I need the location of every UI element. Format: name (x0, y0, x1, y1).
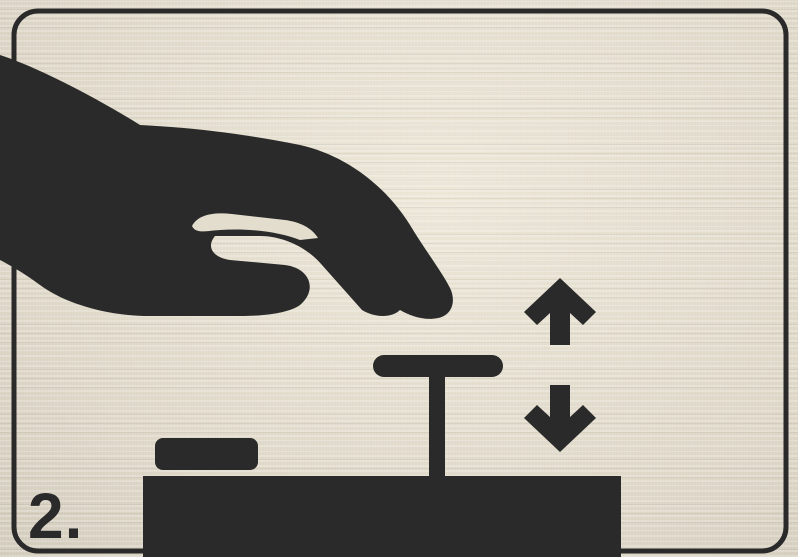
device-base-icon (143, 476, 621, 557)
step-number-label: 2. (28, 480, 83, 552)
arrow-up-icon (524, 278, 596, 345)
side-button (155, 438, 258, 470)
hand-pressing-icon (0, 55, 453, 319)
plunger-button-icon (373, 355, 503, 480)
arrow-down-icon (524, 385, 596, 452)
